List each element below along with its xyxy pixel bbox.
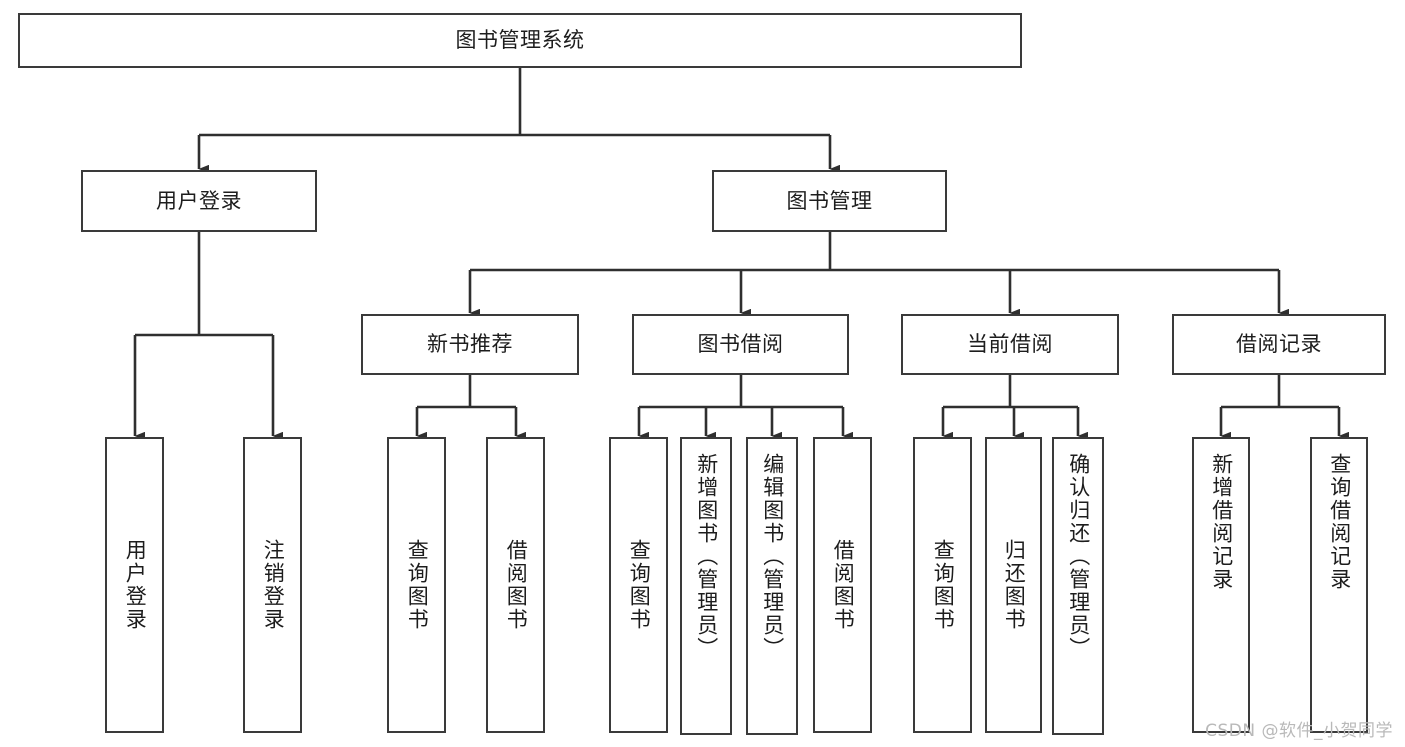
node-label: 图书管理系统 <box>455 28 585 53</box>
node-leaf-bb-edit[interactable]: 编辑图书（管理员） <box>746 437 798 735</box>
node-label: 编辑图书（管理员） <box>760 453 785 660</box>
node-label: 图书管理 <box>786 188 873 213</box>
node-leaf-cb-confirm[interactable]: 确认归还（管理员） <box>1052 437 1104 735</box>
node-label: 借阅图书 <box>504 539 529 631</box>
node-label: 用户登录 <box>123 539 148 631</box>
node-label: 借阅图书 <box>831 539 856 631</box>
node-leaf-bb-query[interactable]: 查询图书 <box>609 437 668 733</box>
node-label: 注销登录 <box>261 539 286 631</box>
node-borrow-record[interactable]: 借阅记录 <box>1172 314 1386 375</box>
node-label: 图书借阅 <box>697 332 784 357</box>
node-root[interactable]: 图书管理系统 <box>18 13 1022 68</box>
node-label: 查询图书 <box>405 539 430 631</box>
node-leaf-br-add[interactable]: 新增借阅记录 <box>1192 437 1250 733</box>
node-leaf-bb-add[interactable]: 新增图书（管理员） <box>680 437 732 735</box>
node-leaf-rec-borrow[interactable]: 借阅图书 <box>486 437 545 733</box>
node-label: 用户登录 <box>156 188 242 213</box>
node-leaf-cb-return[interactable]: 归还图书 <box>985 437 1042 733</box>
node-label: 新增图书（管理员） <box>694 453 719 660</box>
node-label: 查询图书 <box>627 539 652 631</box>
node-label: 当前借阅 <box>967 332 1053 357</box>
node-label: 归还图书 <box>1002 539 1027 631</box>
node-leaf-cb-query[interactable]: 查询图书 <box>913 437 972 733</box>
node-leaf-user-logout[interactable]: 注销登录 <box>243 437 302 733</box>
watermark-text: CSDN @软件_小贺同学 <box>1205 721 1393 741</box>
node-label: 确认归还（管理员） <box>1066 453 1091 660</box>
node-label: 查询借阅记录 <box>1327 453 1352 591</box>
node-book-manage[interactable]: 图书管理 <box>712 170 947 232</box>
node-new-book-rec[interactable]: 新书推荐 <box>361 314 579 375</box>
node-label: 新书推荐 <box>427 332 513 357</box>
node-label: 查询图书 <box>931 539 956 631</box>
node-current-borrow[interactable]: 当前借阅 <box>901 314 1119 375</box>
node-leaf-bb-borrow[interactable]: 借阅图书 <box>813 437 872 733</box>
node-user-login[interactable]: 用户登录 <box>81 170 317 232</box>
node-leaf-user-login[interactable]: 用户登录 <box>105 437 164 733</box>
node-leaf-br-query[interactable]: 查询借阅记录 <box>1310 437 1368 733</box>
node-label: 借阅记录 <box>1236 332 1322 357</box>
node-leaf-rec-query[interactable]: 查询图书 <box>387 437 446 733</box>
node-label: 新增借阅记录 <box>1209 453 1234 591</box>
node-book-borrow[interactable]: 图书借阅 <box>632 314 849 375</box>
